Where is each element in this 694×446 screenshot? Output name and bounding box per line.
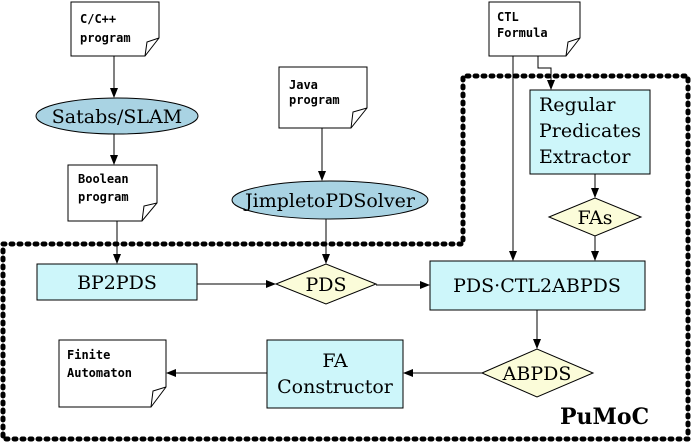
regex-extractor-line3: Extractor — [539, 146, 631, 168]
finite-automaton-line2: Automaton — [67, 366, 132, 380]
ctl-formula-line2: Formula — [497, 26, 548, 40]
java-program-line2: program — [289, 93, 340, 107]
regex-extractor-line1: Regular — [539, 94, 616, 116]
java-program-document: Java program — [278, 66, 368, 129]
regex-extractor-line2: Predicates — [539, 120, 641, 142]
satabs-slam-tool: Satabs/SLAM — [35, 97, 199, 135]
abpds-data: ABPDS — [480, 348, 595, 398]
ctl-formula-line1: CTL — [497, 10, 519, 24]
jimple-to-pds-solver-tool: JimpletoPDSolver — [231, 180, 429, 220]
fa-constructor-line1: FA — [322, 350, 348, 372]
pds-data: PDS — [274, 263, 378, 305]
ctl-formula-document: CTL Formula — [488, 1, 581, 57]
pds-ctl2abpds-label: PDS·CTL2ABPDS — [453, 275, 621, 297]
jimple-to-pds-solver-label: JimpletoPDSolver — [243, 190, 416, 212]
fas-data: FAs — [547, 197, 643, 237]
fas-label: FAs — [577, 207, 612, 229]
pds-ctl2abpds-process: PDS·CTL2ABPDS — [429, 260, 646, 311]
connector-arrows — [110, 56, 599, 377]
boolean-program-document: Boolean program — [67, 164, 158, 222]
pumoc-label: PuMoC — [560, 404, 649, 430]
c-program-line2: program — [80, 31, 131, 45]
boolean-program-line1: Boolean — [78, 172, 129, 186]
bp2pds-process: BP2PDS — [36, 263, 198, 301]
pds-label: PDS — [305, 274, 346, 296]
finite-automaton-document: Finite Automaton — [58, 339, 167, 408]
c-program-document: C/C++ program — [70, 1, 160, 57]
satabs-slam-label: Satabs/SLAM — [52, 106, 182, 128]
java-program-line1: Java — [289, 78, 318, 92]
arrow-ctl-to-regex-extractor — [537, 56, 555, 90]
fa-constructor-line2: Constructor — [277, 376, 394, 398]
fa-constructor-process: FA Constructor — [266, 339, 404, 409]
c-program-line1: C/C++ — [80, 12, 116, 26]
boolean-program-line2: program — [78, 190, 129, 204]
regex-extractor-process: Regular Predicates Extractor — [529, 89, 651, 175]
abpds-label: ABPDS — [502, 363, 572, 385]
pumoc-boundary — [0, 73, 691, 442]
bp2pds-label: BP2PDS — [77, 272, 157, 294]
finite-automaton-line1: Finite — [67, 348, 110, 362]
